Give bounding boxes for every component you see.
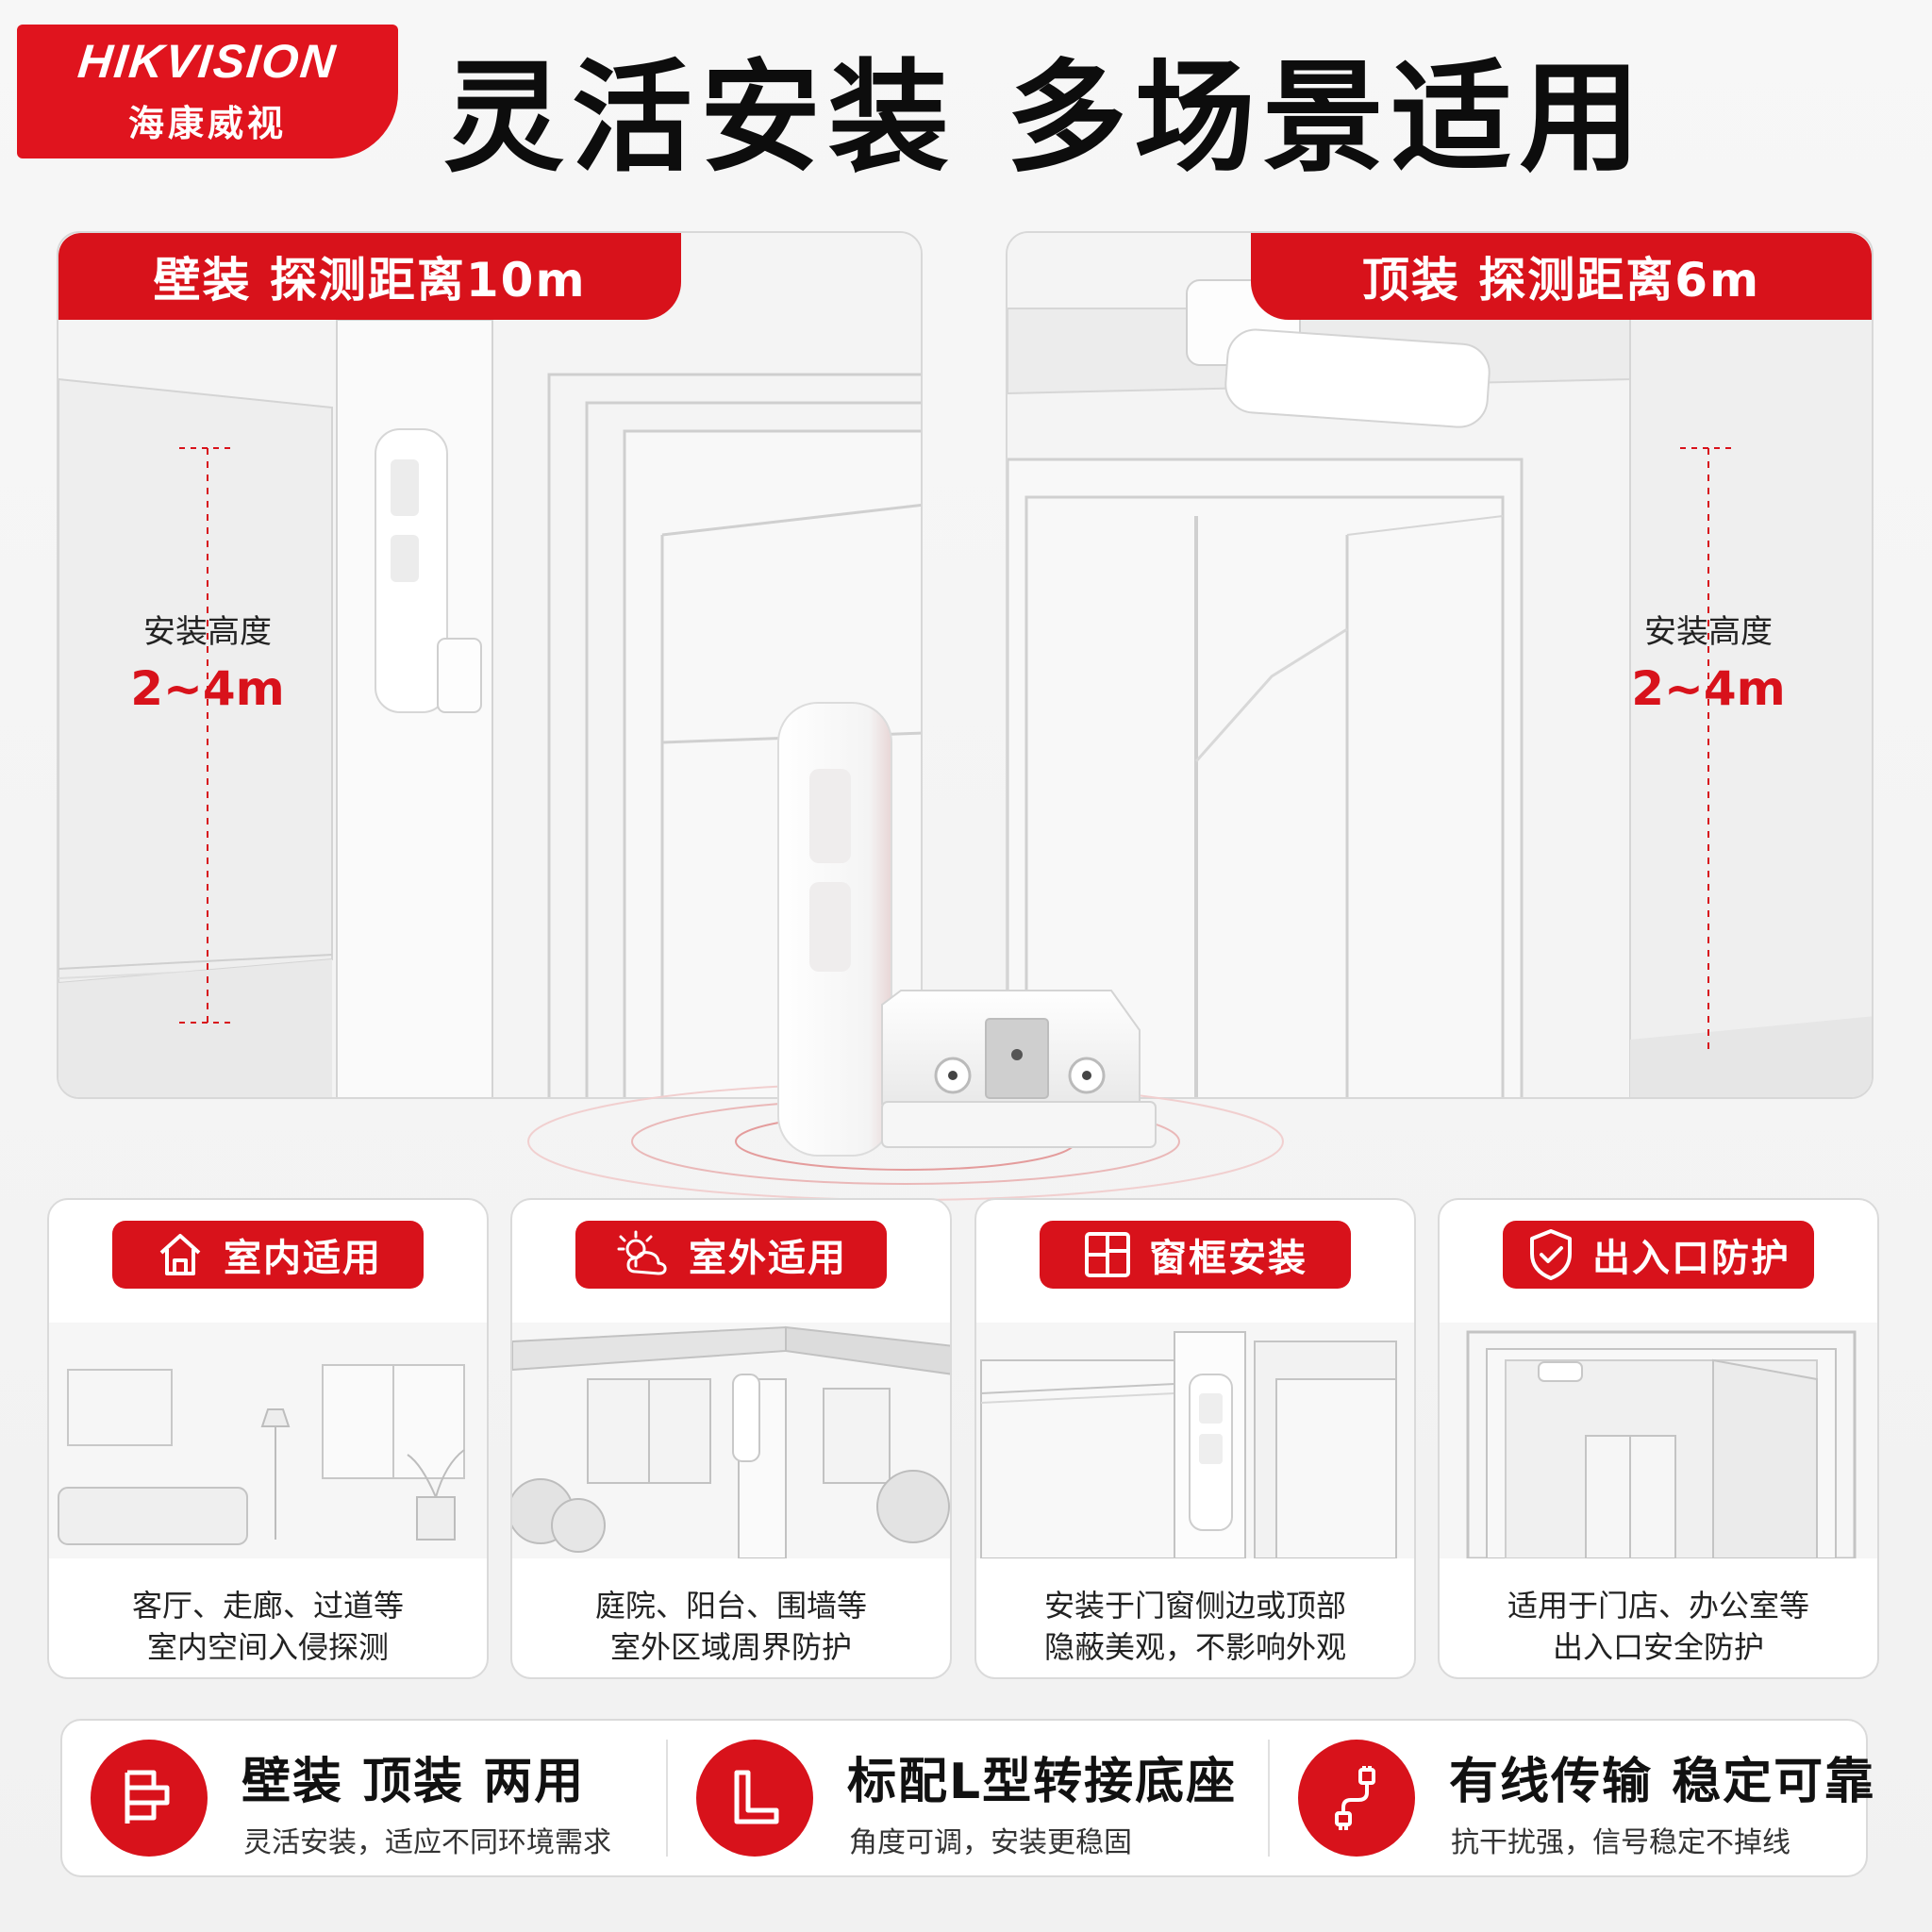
wall-mount-tag: 壁装 探测距离10m bbox=[58, 233, 681, 320]
ceiling-room-illustration bbox=[1008, 233, 1872, 1097]
card-entrance: 出入口防护 适用于门店、办公室等 出入口安全防护 bbox=[1438, 1198, 1879, 1679]
window-frame-icon bbox=[1085, 1232, 1130, 1277]
l-bracket-icon bbox=[734, 1770, 779, 1824]
doorway-illustration bbox=[1440, 1323, 1877, 1558]
ceiling-height-label: 安装高度 bbox=[1644, 613, 1773, 651]
ceiling-mount-scene: 顶装 探测距离6m 安装高度 2~4m bbox=[1006, 231, 1874, 1099]
wall-mount-icon bbox=[125, 1770, 170, 1824]
ceiling-mount-tag: 顶装 探测距离6m bbox=[1251, 233, 1872, 320]
card-entrance-tag: 出入口防护 bbox=[1503, 1221, 1814, 1289]
feature-l-bracket-sub: 角度可调，安装更稳固 bbox=[849, 1826, 1132, 1859]
feature-l-bracket-badge bbox=[696, 1740, 813, 1857]
ceiling-height-note: 安装高度 2~4m bbox=[1605, 606, 1812, 716]
feature-wired-badge bbox=[1298, 1740, 1415, 1857]
card-indoor-line1: 客厅、走廊、过道等 bbox=[131, 1588, 404, 1624]
house-icon bbox=[159, 1234, 201, 1275]
card-window-frame-line2: 隐蔽美观，不影响外观 bbox=[1043, 1629, 1346, 1665]
card-window-frame: 窗框安装 安装于门窗侧边或顶部 隐蔽美观，不影响外观 bbox=[974, 1198, 1416, 1679]
card-outdoor-tag: 室外适用 bbox=[575, 1221, 887, 1289]
feature-divider bbox=[1268, 1740, 1270, 1857]
wall-height-note: 安装高度 2~4m bbox=[104, 606, 311, 716]
feature-wall-ceiling: 壁装 顶装 两用 灵活安装，适应不同环境需求 bbox=[62, 1721, 666, 1875]
brand-name-cn: 海康威视 bbox=[127, 102, 287, 144]
card-entrance-line1: 适用于门店、办公室等 bbox=[1507, 1588, 1809, 1624]
card-window-frame-title: 窗框安装 bbox=[1149, 1237, 1307, 1280]
feature-wired-title: 有线传输 稳定可靠 bbox=[1449, 1754, 1876, 1810]
feature-wired: 有线传输 稳定可靠 抗干扰强，信号稳定不掉线 bbox=[1270, 1721, 1874, 1875]
card-outdoor-line1: 庭院、阳台、围墙等 bbox=[594, 1588, 867, 1624]
card-indoor-title: 室内适用 bbox=[224, 1237, 382, 1280]
feature-l-bracket-title: 标配L型转接底座 bbox=[847, 1754, 1238, 1810]
house-exterior-illustration bbox=[512, 1323, 950, 1558]
card-indoor: 室内适用 客厅、走廊、过道等 室内空间入侵探测 bbox=[47, 1198, 489, 1679]
pir-detector-product-image bbox=[527, 702, 1284, 1201]
living-room-illustration bbox=[49, 1323, 487, 1558]
card-window-frame-line1: 安装于门窗侧边或顶部 bbox=[1043, 1588, 1346, 1624]
cable-icon bbox=[1335, 1766, 1375, 1830]
wall-height-value: 2~4m bbox=[130, 661, 285, 716]
wall-mount-scene: 壁装 探测距离10m 安装高度 2~4m bbox=[57, 231, 923, 1099]
brand-name-en: HIKVISION bbox=[75, 34, 340, 88]
feature-wired-sub: 抗干扰强，信号稳定不掉线 bbox=[1451, 1826, 1790, 1859]
page-headline: 灵活安装 多场景适用 bbox=[443, 48, 1648, 189]
feature-wall-ceiling-sub: 灵活安装，适应不同环境需求 bbox=[243, 1826, 611, 1859]
feature-l-bracket: 标配L型转接底座 角度可调，安装更稳固 bbox=[668, 1721, 1268, 1875]
ceiling-height-value: 2~4m bbox=[1631, 661, 1786, 716]
brand-logo: HIKVISION 海康威视 bbox=[17, 25, 398, 158]
wall-height-label: 安装高度 bbox=[143, 613, 272, 651]
card-entrance-line2: 出入口安全防护 bbox=[1552, 1629, 1764, 1665]
feature-bar: 壁装 顶装 两用 灵活安装，适应不同环境需求 标配L型转接底座 角度可调，安装更… bbox=[60, 1719, 1874, 1877]
feature-wall-ceiling-title: 壁装 顶装 两用 bbox=[242, 1754, 586, 1810]
card-window-frame-tag: 窗框安装 bbox=[1040, 1221, 1351, 1289]
sun-cloud-icon bbox=[617, 1230, 667, 1275]
card-outdoor-title: 室外适用 bbox=[689, 1237, 847, 1280]
wall-room-illustration bbox=[58, 233, 921, 1097]
card-outdoor: 室外适用 庭院、阳台、围墙等 室外区域周界防护 bbox=[510, 1198, 952, 1679]
feature-divider bbox=[666, 1740, 668, 1857]
feature-wall-ceiling-badge bbox=[91, 1740, 208, 1857]
card-indoor-tag: 室内适用 bbox=[112, 1221, 424, 1289]
card-outdoor-line2: 室外区域周界防护 bbox=[609, 1629, 852, 1665]
window-frame-illustration bbox=[976, 1323, 1414, 1558]
card-entrance-title: 出入口防护 bbox=[1592, 1237, 1790, 1280]
shield-check-icon bbox=[1530, 1229, 1572, 1280]
card-indoor-line2: 室内空间入侵探测 bbox=[146, 1629, 389, 1665]
